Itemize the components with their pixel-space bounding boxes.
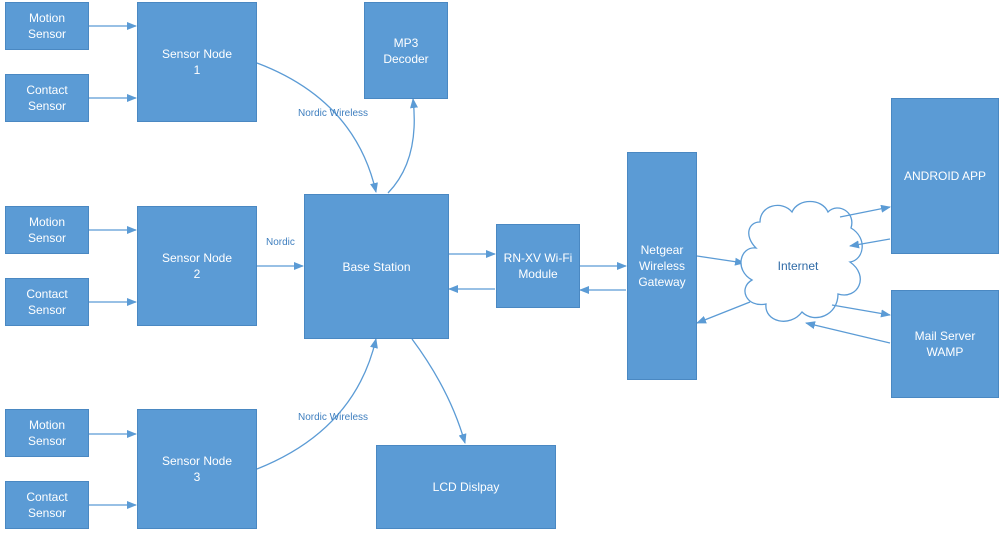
motion-sensor-1: Motion Sensor	[5, 2, 89, 50]
link-label-nordic: Nordic	[266, 237, 295, 248]
motion-sensor-2-label: Motion Sensor	[27, 215, 67, 245]
lcd-display-label: LCD Dislpay	[432, 480, 500, 494]
sensor-node-2: Sensor Node 2	[137, 206, 257, 326]
base-station: Base Station	[304, 194, 449, 339]
contact-sensor-2: Contact Sensor	[5, 278, 89, 326]
arrow-base-to-mp3	[387, 98, 418, 194]
arrow-internet-to-android	[839, 204, 891, 218]
contact-sensor-2-label: Contact Sensor	[26, 287, 68, 317]
wifi-module: RN-XV Wi-Fi Module	[496, 224, 580, 308]
arrow-gateway-to-internet	[696, 255, 745, 266]
base-station-label: Base Station	[342, 259, 411, 274]
contact-sensor-3: Contact Sensor	[5, 481, 89, 529]
android-app: ANDROID APP	[891, 98, 999, 254]
contact-sensor-3-label: Contact Sensor	[26, 490, 68, 520]
motion-sensor-3-label: Motion Sensor	[27, 418, 67, 448]
sensor-node-2-label: Sensor Node 2	[161, 251, 233, 281]
motion-sensor-3: Motion Sensor	[5, 409, 89, 457]
contact-sensor-1: Contact Sensor	[5, 74, 89, 122]
arrow-node-3-to-base	[256, 338, 378, 470]
arrow-internet-to-mail	[831, 304, 891, 318]
sensor-node-1: Sensor Node 1	[137, 2, 257, 122]
wifi-module-label: RN-XV Wi-Fi Module	[503, 251, 573, 281]
motion-sensor-1-label: Motion Sensor	[27, 11, 67, 41]
link-label-nordic-wireless-bottom: Nordic Wireless	[298, 412, 369, 423]
sensor-node-3-label: Sensor Node 3	[161, 454, 233, 484]
contact-sensor-1-label: Contact Sensor	[26, 83, 68, 113]
arrow-internet-to-gateway	[696, 301, 751, 324]
sensor-node-3: Sensor Node 3	[137, 409, 257, 529]
link-label-nordic-wireless-top: Nordic Wireless	[298, 108, 369, 119]
motion-sensor-2: Motion Sensor	[5, 206, 89, 254]
wireless-gateway: Netgear Wireless Gateway	[627, 152, 697, 380]
arrow-android-to-internet	[849, 238, 891, 249]
arrow-base-to-lcd	[411, 338, 467, 444]
wireless-gateway-label: Netgear Wireless Gateway	[638, 243, 686, 289]
internet-cloud	[740, 200, 863, 322]
mp3-decoder: MP3 Decoder	[364, 2, 448, 99]
arrow-mail-to-internet	[805, 321, 891, 344]
arrow-node-1-to-base	[256, 62, 378, 193]
lcd-display: LCD Dislpay	[376, 445, 556, 529]
mail-server: Mail Server WAMP	[891, 290, 999, 398]
android-app-label: ANDROID APP	[903, 169, 987, 183]
mp3-decoder-label: MP3 Decoder	[383, 35, 429, 66]
internet-label: Internet	[777, 259, 819, 273]
mail-server-label: Mail Server WAMP	[914, 329, 976, 359]
sensor-node-1-label: Sensor Node 1	[161, 47, 233, 77]
